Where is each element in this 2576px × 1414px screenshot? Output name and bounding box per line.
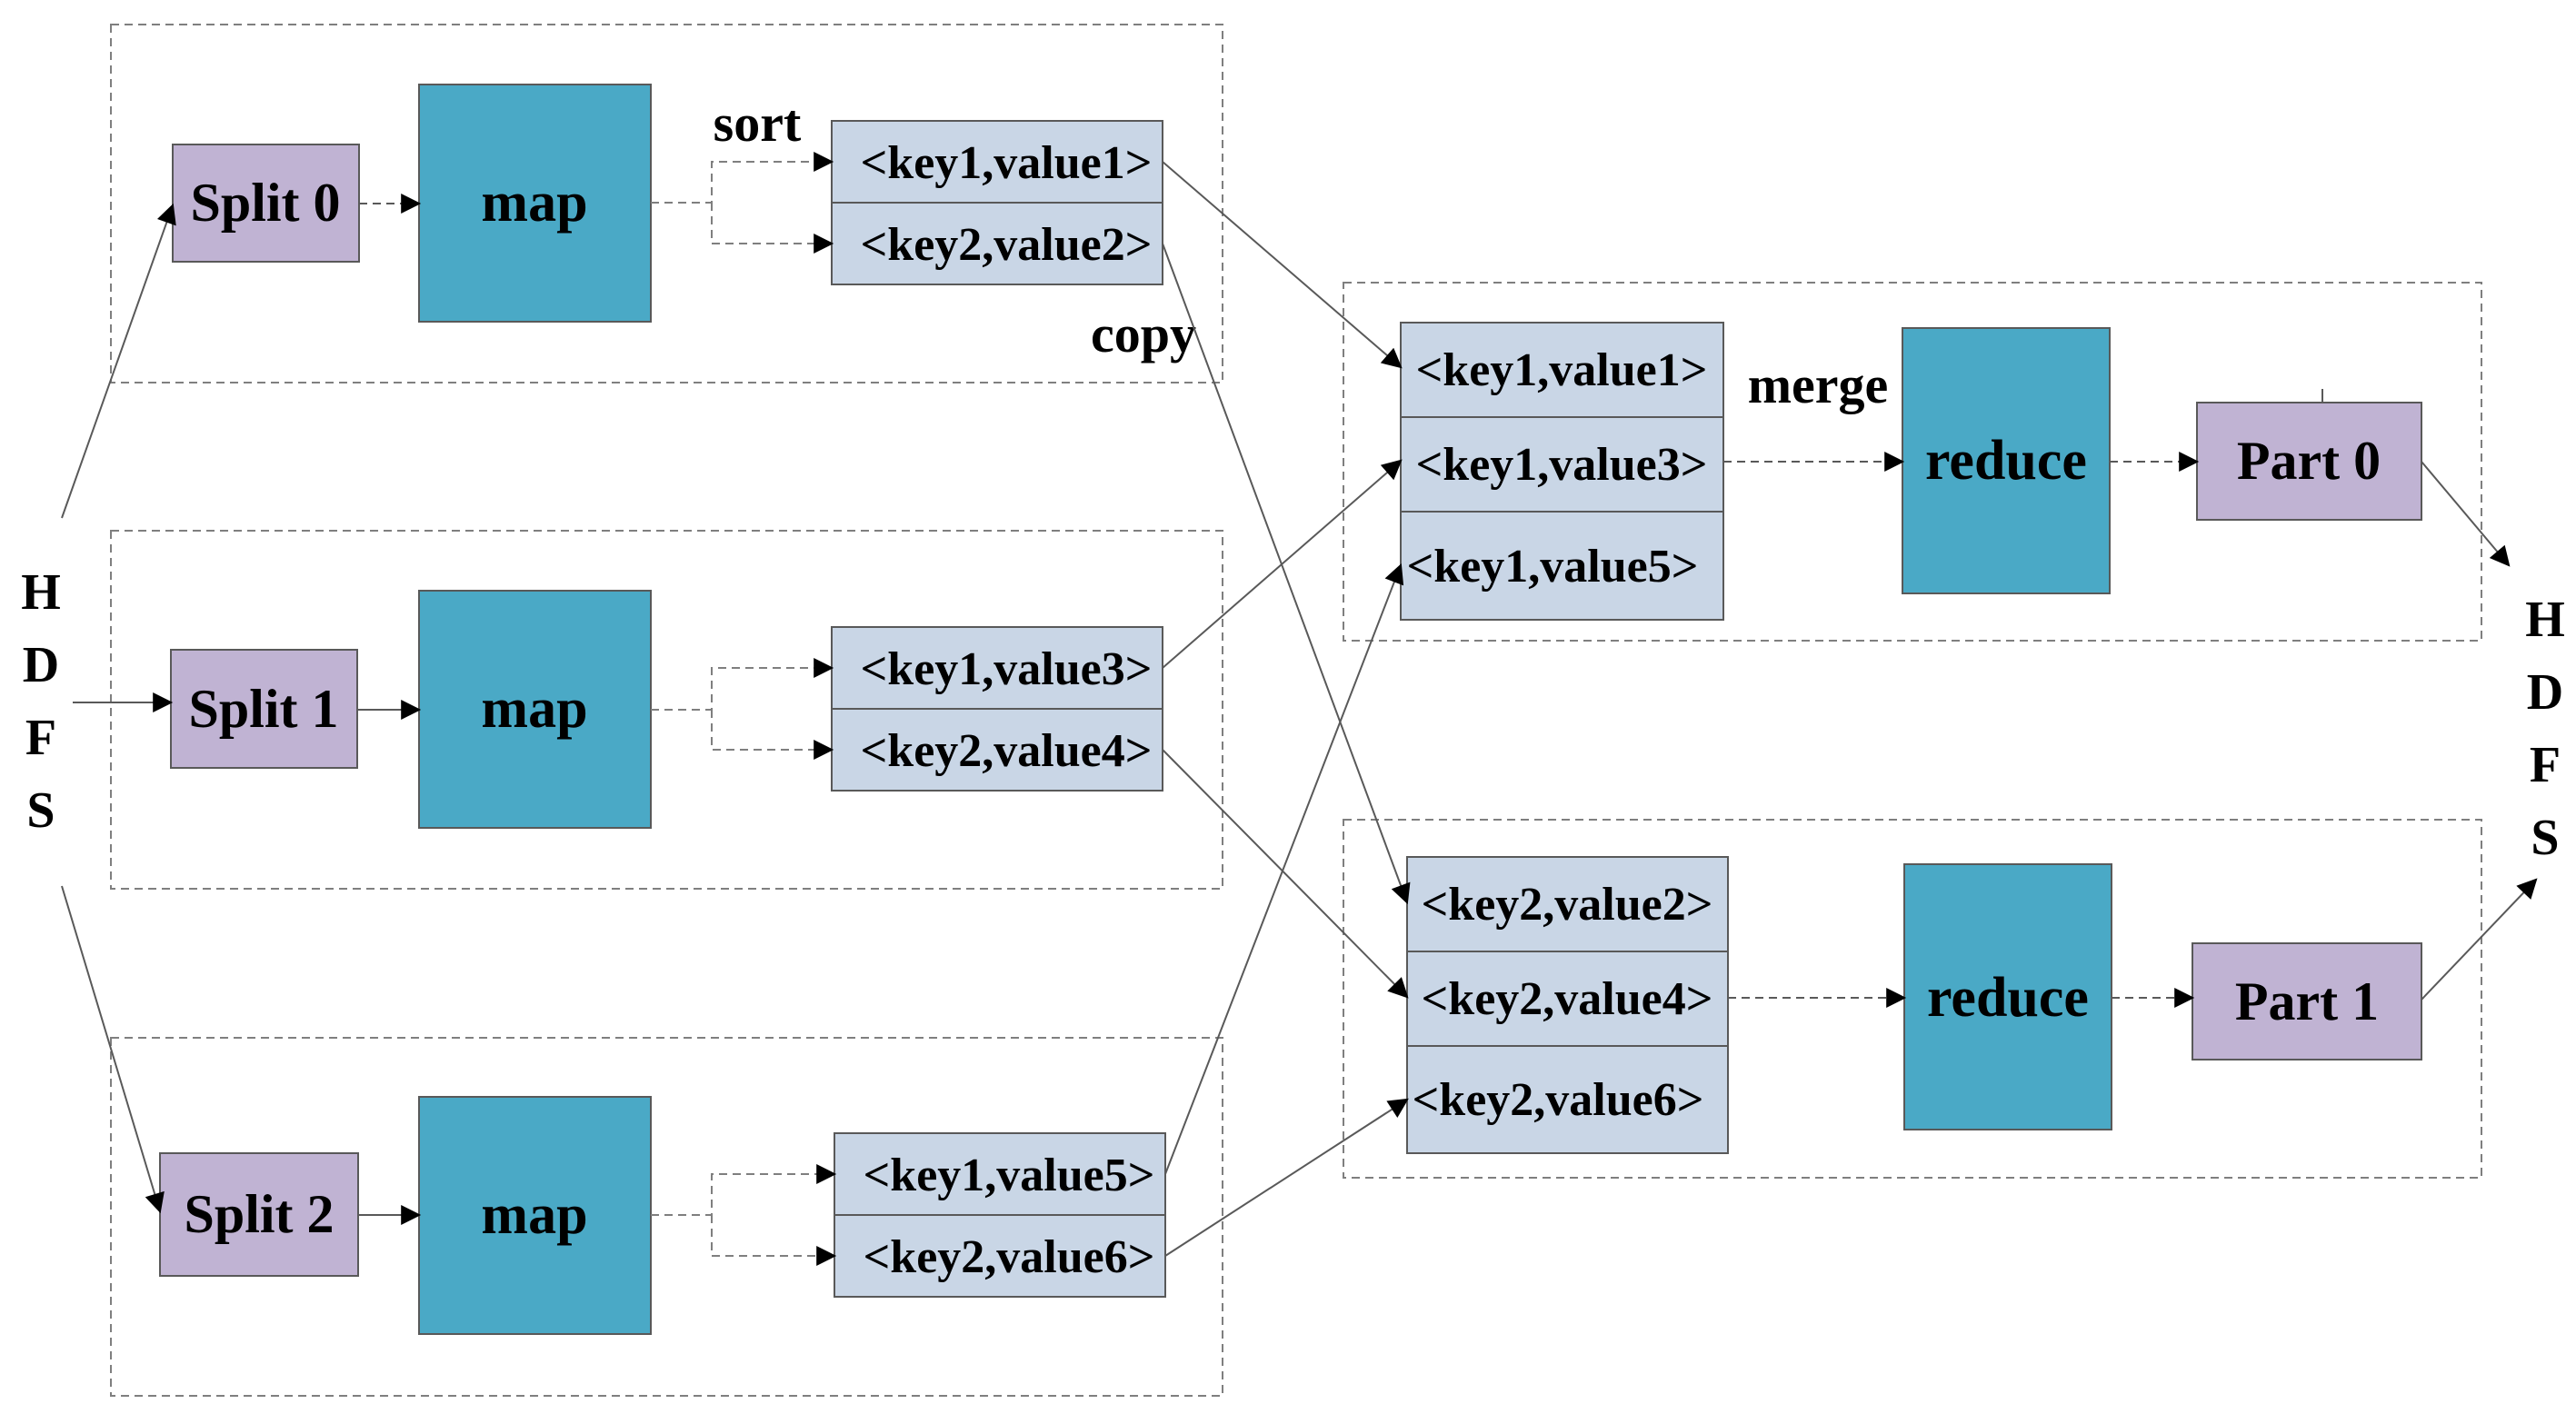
part-to-hdfs-arrow <box>2421 878 2538 1001</box>
part-to-hdfs-arrow <box>2421 461 2511 567</box>
map-group-containers <box>110 24 2482 1397</box>
kv-label: <key2,value2> <box>861 219 1153 271</box>
merge-label: merge <box>1748 355 1889 414</box>
hdfs-input-letter: D <box>23 637 59 693</box>
kv-label: <key1,value1> <box>861 137 1153 189</box>
split-box-0 <box>172 144 360 263</box>
map-label-0: map <box>481 172 587 234</box>
reduce-box-1 <box>1903 863 2112 1130</box>
kv-label: <key2,value4> <box>1422 973 1713 1025</box>
part-box-0 <box>2196 402 2422 521</box>
sort-connectors <box>651 152 837 1266</box>
kv-label: <key1,value3> <box>861 643 1153 695</box>
sort-connector <box>711 710 834 760</box>
split-box-2 <box>159 1152 359 1277</box>
hdfs-to-split-arrow <box>61 203 176 519</box>
part-boxes: Part 0 Part 1 <box>2192 389 2422 1060</box>
map-group-1 <box>110 530 1223 890</box>
copy-arrow <box>1162 243 1411 905</box>
split-label-1: Split 1 <box>188 679 338 739</box>
map-label-1: map <box>481 678 587 740</box>
reduce-label-0: reduce <box>1925 430 2087 492</box>
kv-box <box>831 708 1163 792</box>
hdfs-input-letter: H <box>21 564 61 621</box>
kv-box <box>834 1214 1166 1298</box>
copy-arrow <box>1164 563 1404 1175</box>
reduce-label-1: reduce <box>1927 967 2089 1029</box>
kv-label: <key1,value5> <box>864 1150 1155 1201</box>
hdfs-output-letter: D <box>2527 664 2563 721</box>
copy-arrows <box>1162 161 1411 1257</box>
hdfs-input-letter: S <box>26 782 55 839</box>
kv-label: <key1,value5> <box>1407 541 1699 592</box>
hdfs-input-letter: F <box>25 710 56 766</box>
kv-label: <key2,value4> <box>861 725 1153 777</box>
kv-box <box>1400 511 1724 621</box>
reduce-boxes: reduce reduce <box>1902 327 2112 1130</box>
kv-box <box>1406 1045 1729 1154</box>
sort-label: sort <box>714 94 802 153</box>
hdfs-input-label: H D F S <box>21 564 61 839</box>
kv-label: <key2,value6> <box>1413 1074 1704 1126</box>
kv-box <box>831 626 1163 710</box>
sort-connector <box>711 1215 837 1266</box>
split-label-2: Split 2 <box>184 1184 334 1244</box>
part-label-0: Part 0 <box>2237 431 2381 491</box>
split-to-map-arrows <box>357 194 422 1225</box>
reduce-group-0 <box>1343 282 2482 642</box>
map-boxes: map map map <box>418 84 652 1335</box>
split-box-1 <box>170 649 358 769</box>
reduce-input-boxes: <key1,value1> <key1,value3> <key1,value5… <box>1400 322 1729 1154</box>
copy-label: copy <box>1091 304 1196 363</box>
copy-arrow <box>1162 459 1403 669</box>
map-group-0 <box>110 24 1223 383</box>
kv-box <box>1400 416 1724 513</box>
copy-arrow <box>1162 161 1403 369</box>
hdfs-output-letter: S <box>2531 810 2559 866</box>
kv-label: <key1,value1> <box>1416 344 1708 396</box>
sort-connector <box>651 1164 837 1216</box>
split-label-0: Split 0 <box>190 173 340 233</box>
hdfs-output-letter: F <box>2530 737 2561 793</box>
hdfs-to-split-arrow <box>61 885 165 1214</box>
part-label-1: Part 1 <box>2235 971 2379 1031</box>
kv-box <box>1406 856 1729 952</box>
map-label-2: map <box>481 1184 587 1246</box>
part-box-1 <box>2192 942 2422 1060</box>
sort-connector <box>711 203 834 254</box>
reduce-arrows <box>1723 452 2538 1008</box>
split-boxes: Split 0 Split 1 Split 2 <box>159 144 360 1277</box>
hdfs-output-letter: H <box>2525 592 2565 648</box>
kv-label: <key2,value2> <box>1422 879 1713 931</box>
hdfs-input-arrows <box>61 203 176 1214</box>
map-group-2 <box>110 1037 1223 1397</box>
kv-label: <key2,value6> <box>864 1231 1155 1283</box>
map-box-0 <box>418 84 652 323</box>
copy-arrow <box>1164 1098 1409 1257</box>
reduce-group-1 <box>1343 819 2482 1179</box>
copy-arrow <box>1162 749 1409 999</box>
sort-connector <box>651 658 834 711</box>
map-output-boxes: <key1,value1> <key2,value2> <key1,value3… <box>831 120 1166 1298</box>
reduce-box-0 <box>1902 327 2111 594</box>
hdfs-output-label: H D F S <box>2525 592 2565 866</box>
sort-connector <box>651 152 834 204</box>
kv-label: <key1,value3> <box>1416 439 1708 491</box>
